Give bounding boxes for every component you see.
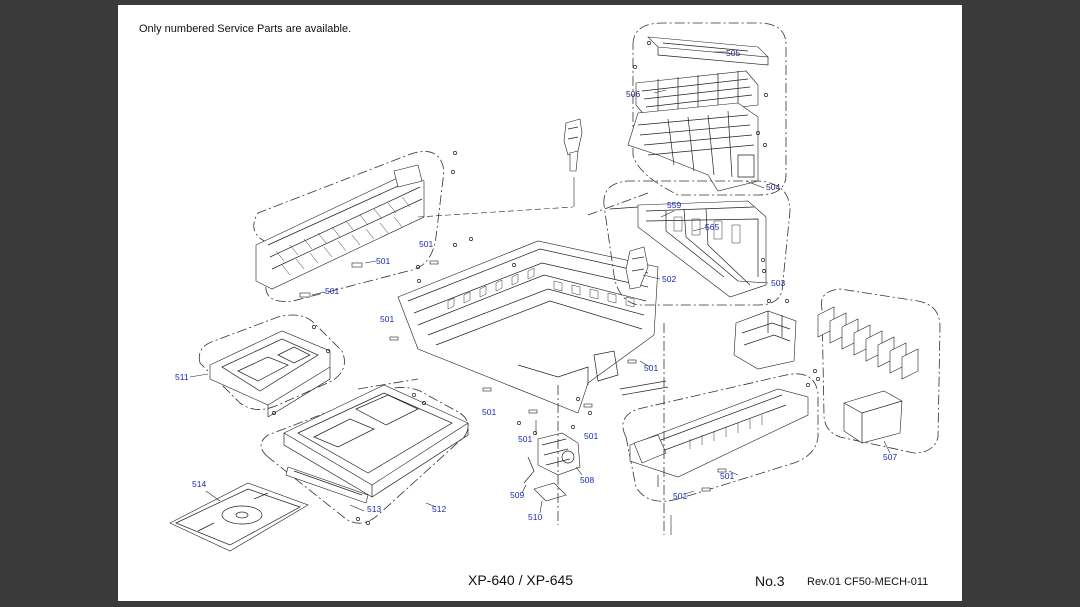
cd-tray-514 [169,482,309,552]
upper-frame-assembly [627,22,787,196]
ink-cartridge-group-507 [817,288,941,454]
callout-501-b: 501 [376,256,390,266]
parts-diagram-sheet: 505 506 504 559 565 503 502 501 501 501 … [118,5,962,601]
page-number: No.3 [755,573,785,589]
carriage-motor-assembly [563,118,583,207]
callout-504: 504 [766,182,780,192]
callout-565: 565 [705,222,719,232]
callout-559: 559 [667,200,681,210]
callout-514: 514 [192,479,206,489]
rear-frame-assembly [253,151,574,302]
callout-507: 507 [883,452,897,462]
main-chassis [389,237,669,425]
callout-505: 505 [726,48,740,58]
revision-code: Rev.01 CF50-MECH-011 [807,576,929,588]
callout-501-d: 501 [380,314,394,324]
lower-right-frame [622,369,820,535]
callout-502: 502 [662,274,676,284]
callout-501-i: 501 [720,471,734,481]
callout-512: 512 [432,504,446,514]
exploded-view-drawing: 505 506 504 559 565 503 502 501 501 501 … [169,22,941,552]
callout-501-f: 501 [482,407,496,417]
callout-501-c: 501 [325,286,339,296]
callout-501-g: 501 [518,434,532,444]
callout-501-h: 501 [584,431,598,441]
callout-501-a: 501 [419,239,433,249]
callout-501-e: 501 [644,363,658,373]
callout-506: 506 [626,89,640,99]
paper-cassette-512 [260,384,469,525]
callout-509: 509 [510,490,524,500]
right-bracket-assembly [733,299,797,370]
callout-503: 503 [771,278,785,288]
model-name: XP-640 / XP-645 [468,572,574,588]
callout-508: 508 [580,475,594,485]
output-tray-511 [189,314,345,418]
callout-513: 513 [367,504,381,514]
callout-511: 511 [175,372,189,382]
service-parts-note: Only numbered Service Parts are availabl… [139,23,352,35]
callout-501-j: 501 [673,491,687,501]
side-frame-assembly [603,180,791,306]
callout-510: 510 [528,512,542,522]
